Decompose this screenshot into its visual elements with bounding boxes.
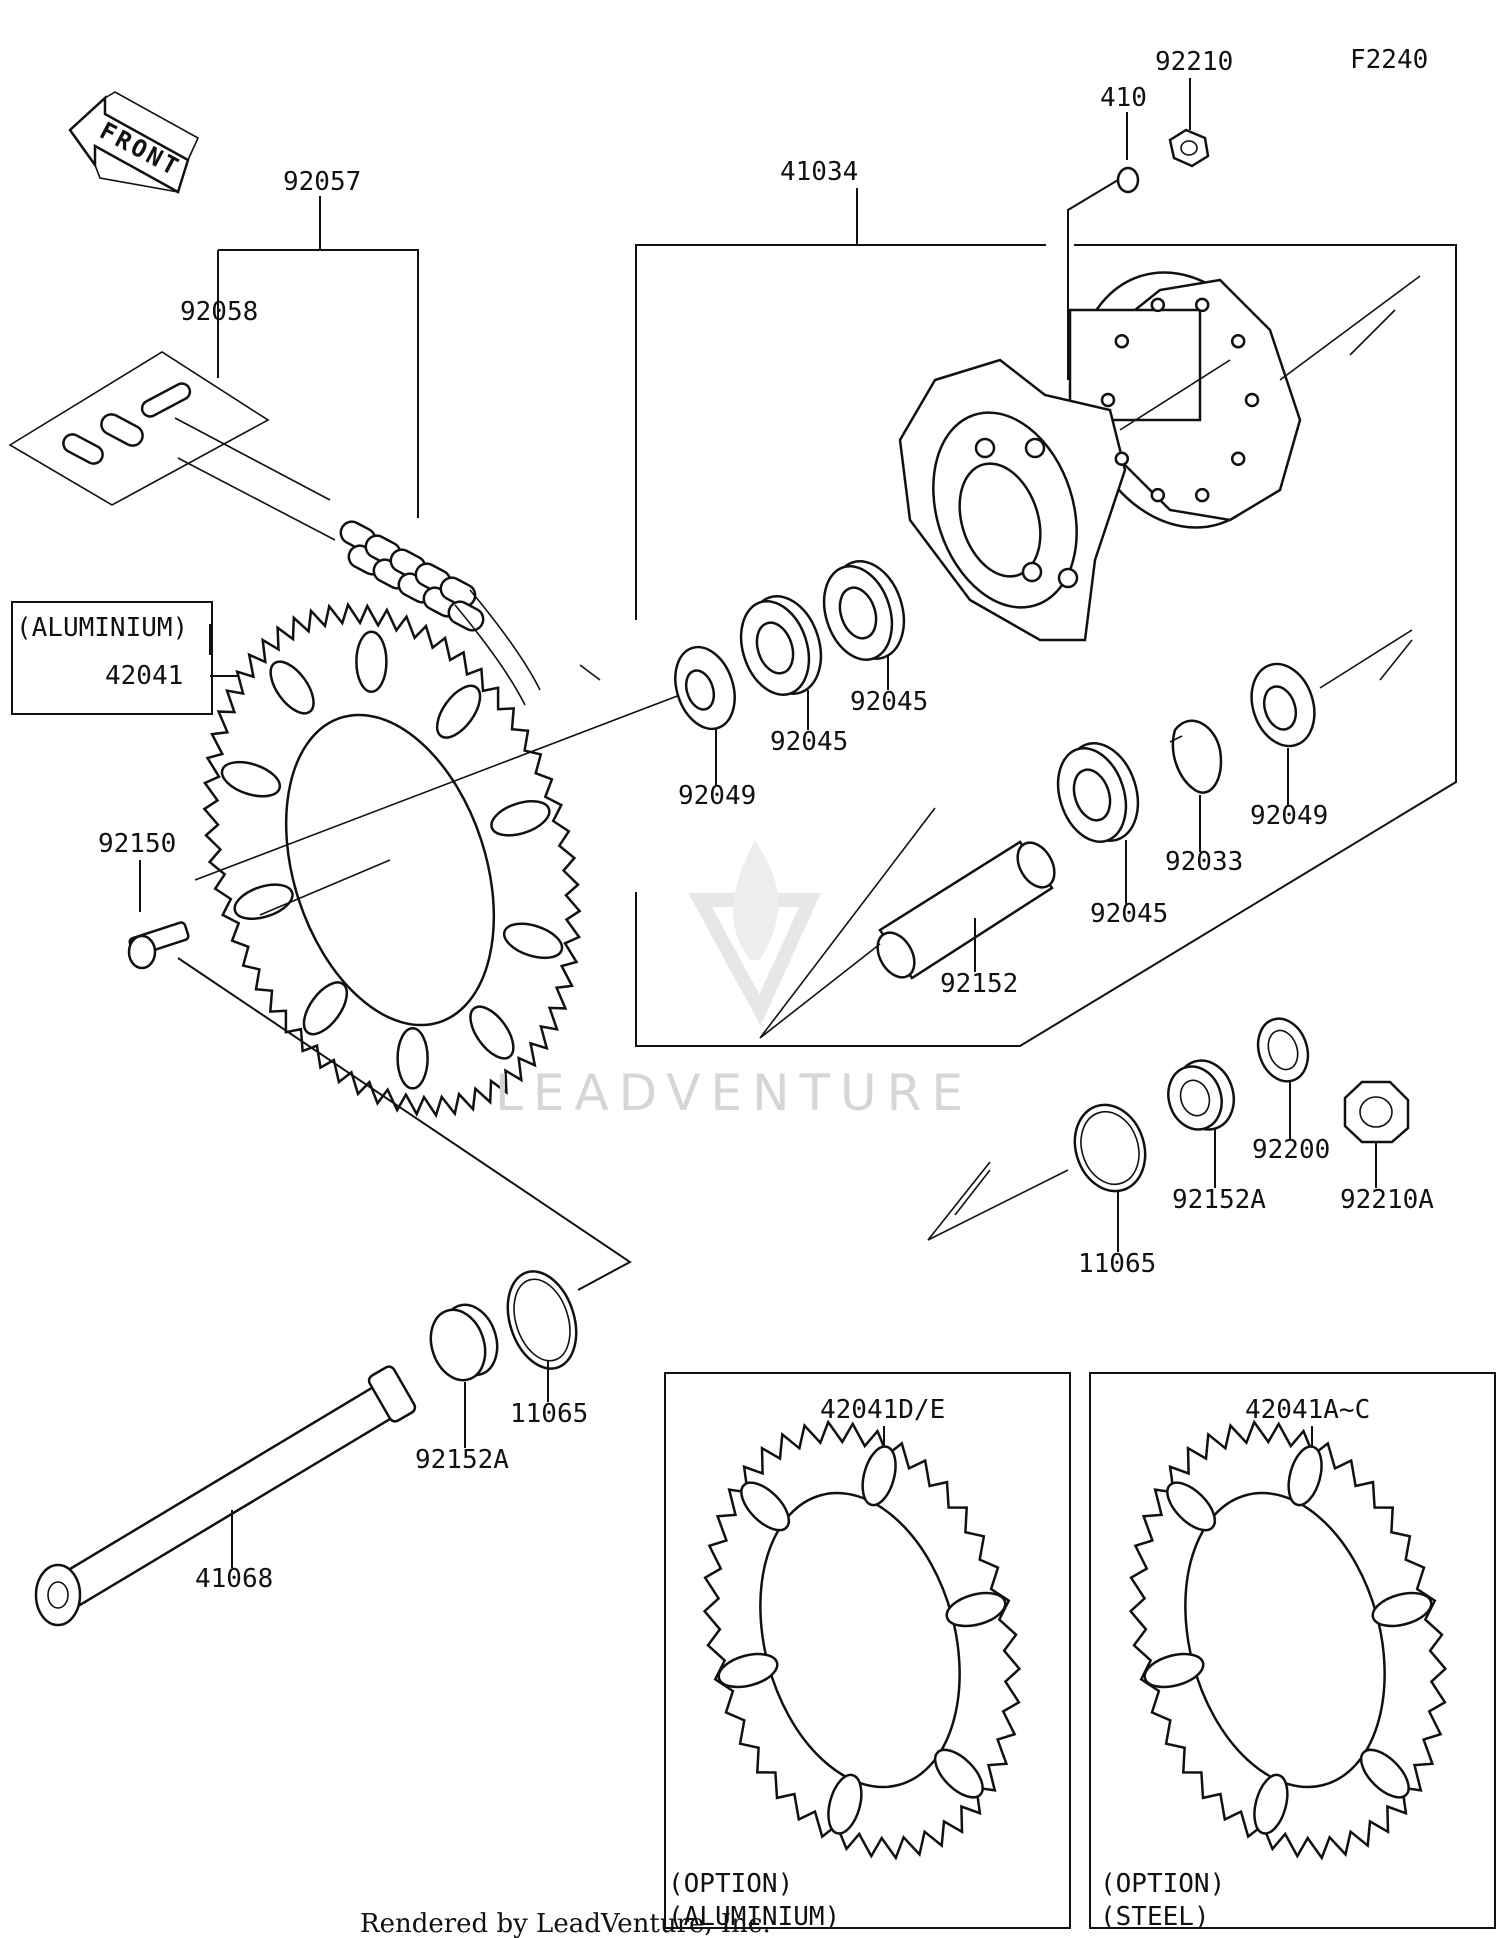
- label-collar-right: 92152A: [1172, 1185, 1266, 1215]
- sprocket-window: [1287, 1445, 1323, 1507]
- footer-credit: Rendered by LeadVenture, Inc.: [360, 1909, 771, 1938]
- label-bearing-a: 92045: [770, 727, 848, 757]
- sprocket-window: [933, 1748, 984, 1799]
- label-chain: 92057: [283, 167, 361, 197]
- label-bearing-c: 92045: [1090, 899, 1168, 929]
- label-bearing-b: 92045: [850, 687, 928, 717]
- rear-sprocket: [202, 601, 582, 1119]
- label-option-aluminium-line2: (ALUMINIUM): [668, 1902, 840, 1932]
- sprocket-window: [827, 1773, 863, 1835]
- sprocket-window: [435, 684, 482, 739]
- washer: [1116, 166, 1140, 194]
- sprocket-window: [233, 883, 294, 920]
- label-seal-cap-right: 11065: [1078, 1249, 1156, 1279]
- spoke-hole: [1194, 297, 1210, 313]
- sprocket-window: [469, 1005, 515, 1060]
- label-option-aluminium-line1: (OPTION): [668, 1869, 793, 1899]
- seal-left: [674, 645, 736, 731]
- label-option-aluminium-part: 42041D/E: [820, 1395, 945, 1425]
- axle-washer: [1256, 1017, 1310, 1083]
- watermark-text: LEADVENTURE: [495, 1064, 973, 1122]
- label-seal-cap-left: 11065: [510, 1399, 588, 1429]
- sprocket-window: [302, 981, 349, 1036]
- sprocket-window: [355, 630, 388, 693]
- sprocket-window: [1371, 1591, 1433, 1628]
- label-collar-left: 92152A: [415, 1445, 509, 1475]
- collar-right: [1167, 1059, 1235, 1131]
- seal-cap-right: [1073, 1103, 1147, 1193]
- sleeve: [876, 840, 1056, 980]
- label-chain-joint: 92058: [180, 297, 258, 327]
- label-axle-washer: 92200: [1252, 1135, 1330, 1165]
- label-axle: 41068: [195, 1564, 273, 1594]
- label-bolt: 92150: [98, 829, 176, 859]
- chain-joint-kit: [8, 351, 270, 506]
- label-hub: 41034: [780, 157, 858, 187]
- axle-nut: [1343, 1080, 1410, 1144]
- hub-nut: [1168, 128, 1210, 168]
- front-arrow-icon: FRONT: [68, 91, 200, 194]
- sprocket-window: [1143, 1652, 1205, 1689]
- sprocket-window: [502, 922, 564, 960]
- sprocket-window: [740, 1481, 791, 1532]
- sprocket-window: [1166, 1481, 1217, 1532]
- sprocket-window: [1253, 1773, 1289, 1835]
- sprocket-window: [861, 1445, 897, 1507]
- sprocket-bolt: [127, 921, 190, 970]
- spoke-hole: [1244, 392, 1260, 408]
- sprocket-window: [717, 1652, 779, 1689]
- label-seal-right: 92049: [1250, 801, 1328, 831]
- option-box-aluminium: 42041D/E (OPTION) (ALUMINIUM): [664, 1372, 1071, 1932]
- bearing-b: [822, 560, 906, 661]
- option-box-steel: 42041A~C (OPTION) (STEEL): [1089, 1372, 1496, 1932]
- label-sprocket: 42041: [105, 661, 183, 691]
- sprocket-window: [220, 760, 282, 798]
- bearing-a: [739, 595, 823, 696]
- label-sleeve: 92152: [940, 969, 1018, 999]
- label-axle-nut: 92210A: [1340, 1185, 1434, 1215]
- bearing-c: [1056, 742, 1140, 843]
- sprocket-window: [490, 800, 551, 837]
- circlip: [1169, 719, 1223, 794]
- spoke-hole: [1194, 487, 1210, 503]
- label-option-steel-part: 42041A~C: [1245, 1395, 1370, 1425]
- spoke-hole: [1150, 297, 1166, 313]
- label-washer: 410: [1100, 83, 1147, 113]
- drive-chain: [174, 417, 601, 706]
- watermark-logo: [688, 840, 821, 1026]
- label-aluminium-note: (ALUMINIUM): [16, 613, 188, 643]
- seal-right: [1250, 662, 1316, 748]
- collar-left: [429, 1303, 499, 1382]
- sprocket-window: [1359, 1748, 1410, 1799]
- label-option-steel-line2: (STEEL): [1100, 1902, 1210, 1932]
- spoke-hole: [1114, 451, 1130, 467]
- axle: [34, 1365, 417, 1627]
- sprocket-window: [396, 1027, 429, 1090]
- spoke-hole: [1114, 333, 1130, 349]
- diagram-id: F2240: [1350, 45, 1428, 75]
- seal-cap-left: [506, 1270, 578, 1370]
- sprocket-window: [269, 660, 315, 715]
- label-seal-left: 92049: [678, 781, 756, 811]
- sprocket-window: [945, 1591, 1007, 1628]
- label-option-steel-line1: (OPTION): [1100, 1869, 1225, 1899]
- spoke-hole: [1100, 392, 1116, 408]
- label-nut: 92210: [1155, 47, 1233, 77]
- rear-hub: [898, 271, 1302, 642]
- spoke-hole: [1230, 333, 1246, 349]
- chain-link: [439, 576, 477, 608]
- spoke-hole: [1230, 451, 1246, 467]
- spoke-hole: [1150, 487, 1166, 503]
- label-circlip: 92033: [1165, 847, 1243, 877]
